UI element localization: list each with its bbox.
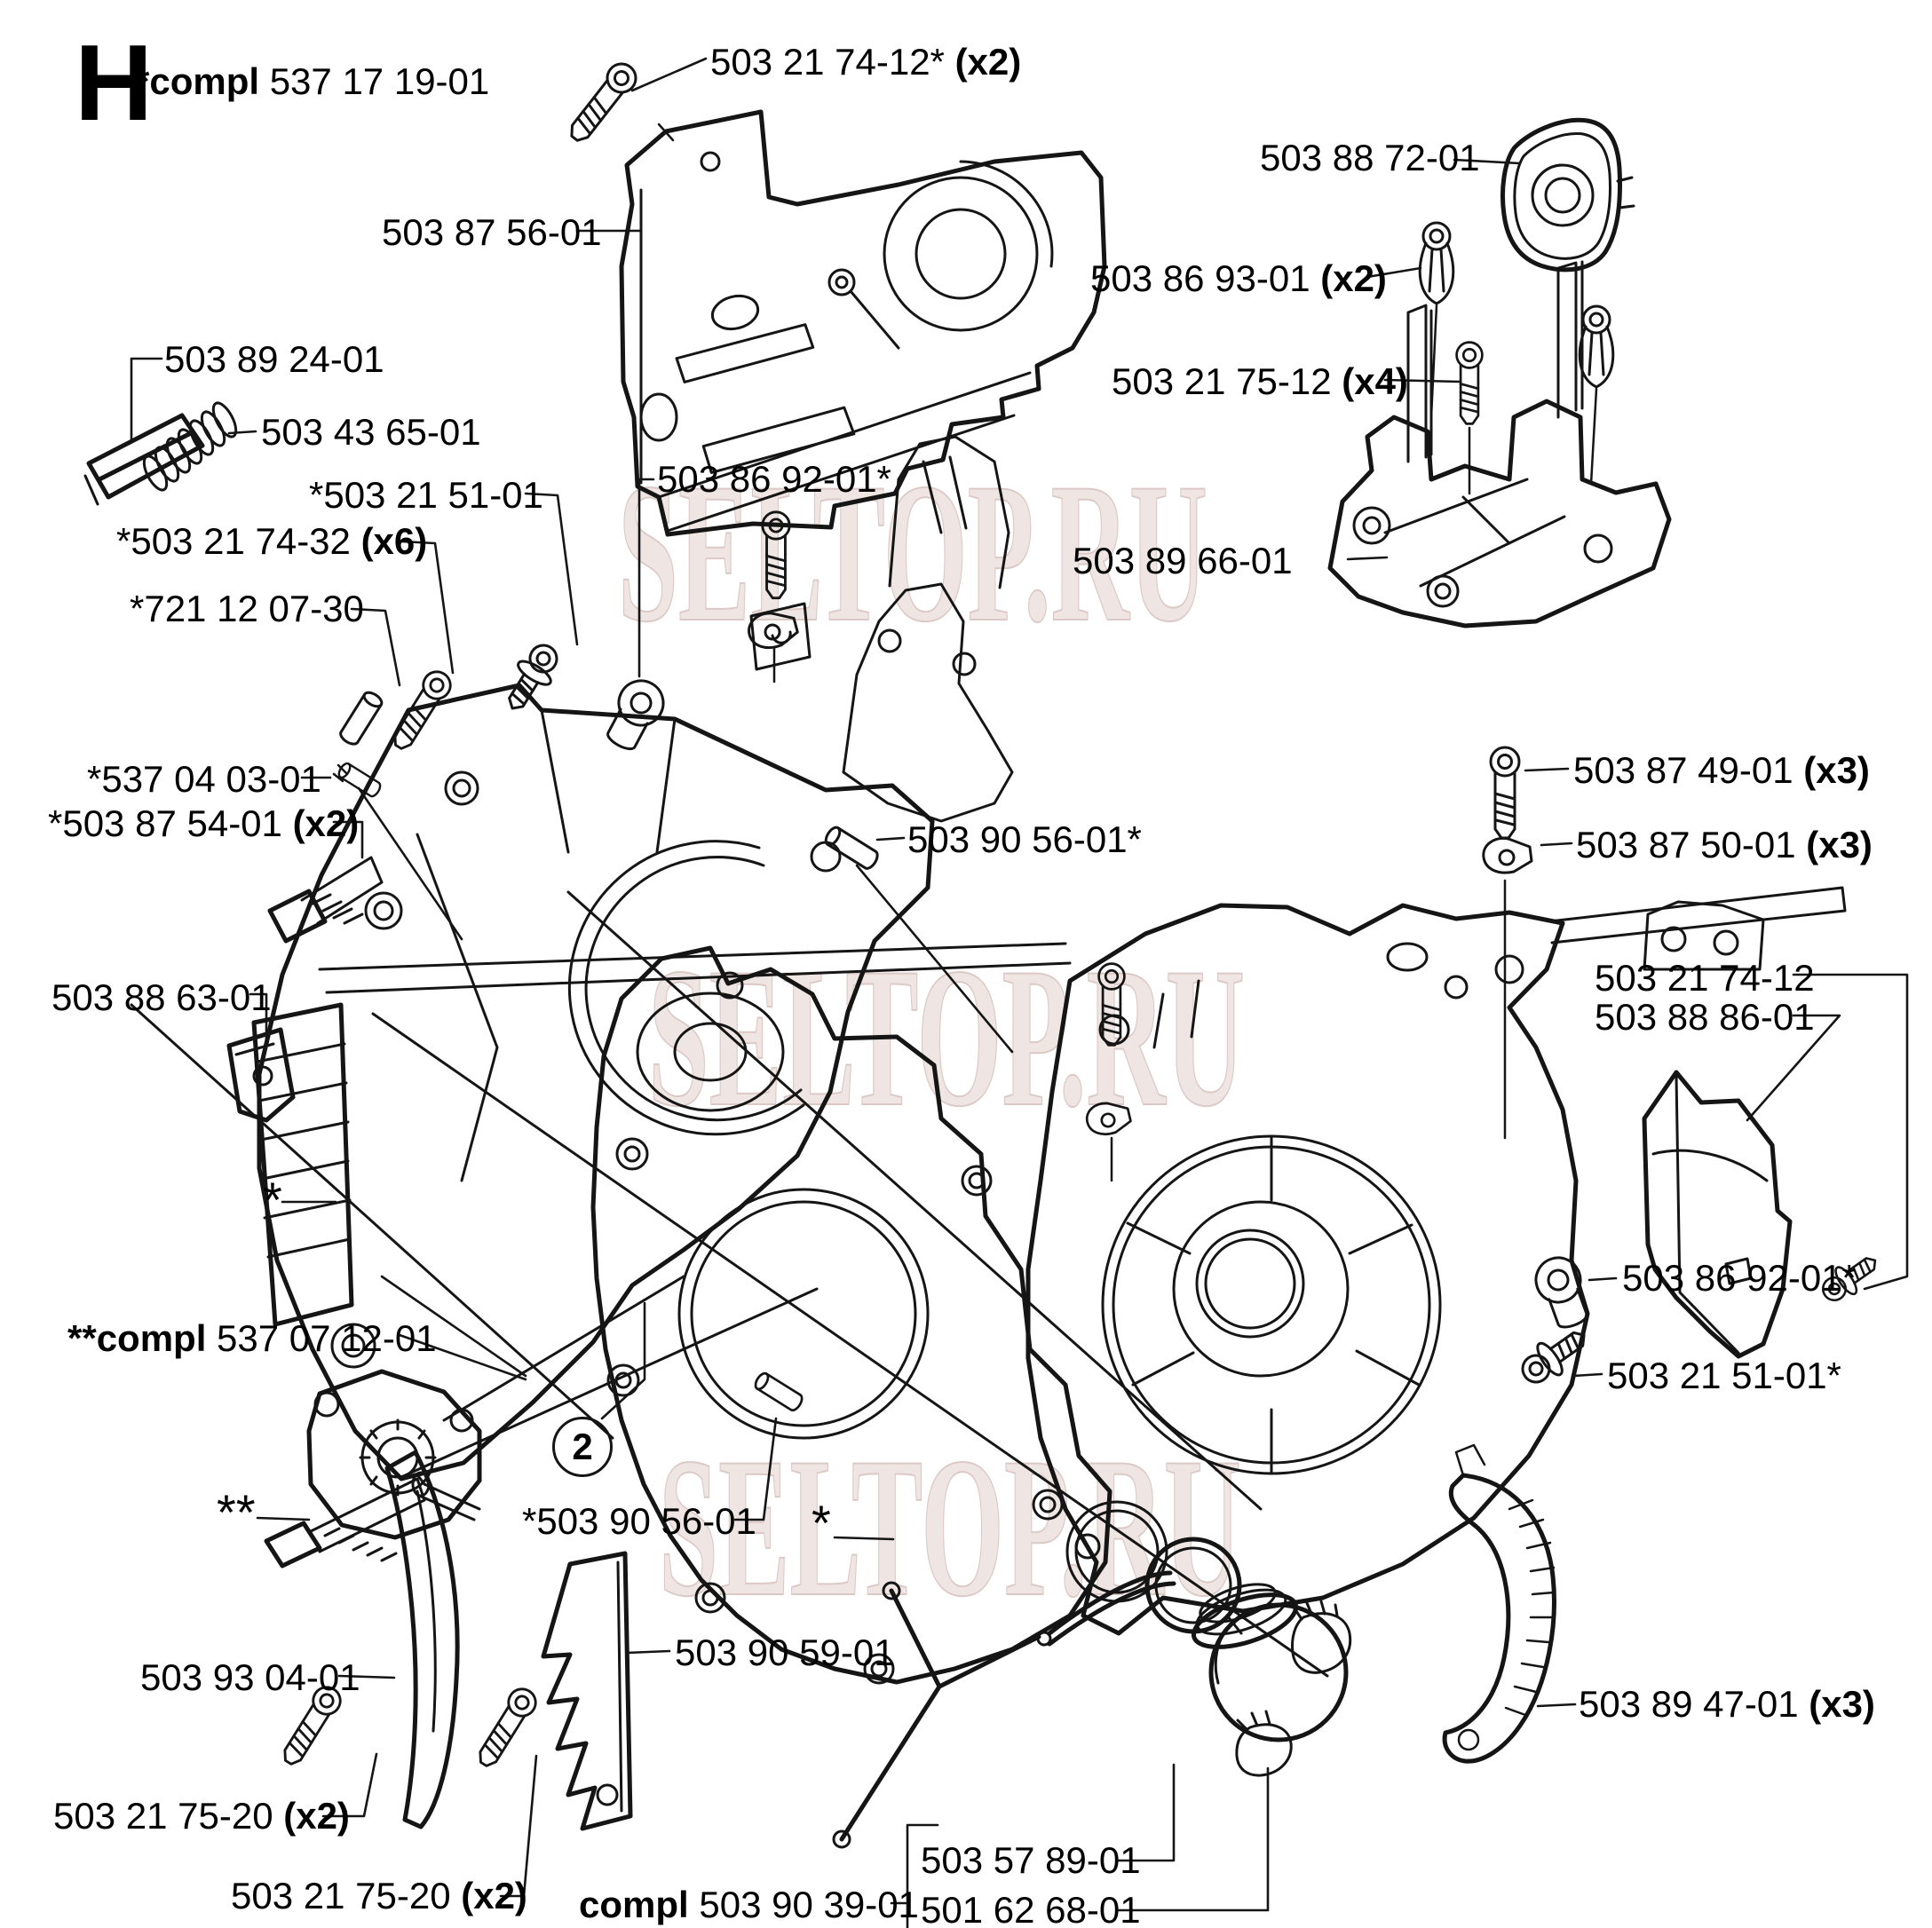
assembly-note: compl 503 90 39-01	[579, 1884, 919, 1925]
part-label: 503 21 75-12 (x4)	[1112, 360, 1408, 402]
side-cover-plate	[1642, 1070, 1793, 1359]
section-letter: H	[75, 22, 153, 143]
screw-icon	[495, 636, 568, 720]
tensioner-bolt	[264, 1477, 426, 1568]
part-label: 503 89 24-01	[164, 338, 384, 380]
handle-bracket	[749, 435, 1014, 823]
part-label: *503 90 56-01	[522, 1500, 756, 1542]
part-label: 503 86 93-01 (x2)	[1090, 257, 1387, 299]
asterisk-marker: *	[812, 1495, 831, 1551]
chain-tensioner	[306, 1369, 482, 1540]
tank-gasket	[1500, 117, 1635, 273]
screw-icon	[471, 1682, 542, 1773]
screw-and-tab-washer	[1084, 962, 1134, 1182]
fuel-cap	[1191, 1583, 1352, 1777]
watermark: SELTOP.RU SELTOP.RU SELTOP.RU	[617, 440, 1246, 1639]
part-label: 503 90 59-01	[675, 1632, 895, 1673]
hose-clip	[1578, 304, 1615, 486]
part-label: 503 21 74-12	[1595, 957, 1815, 999]
part-label: 503 21 51-01*	[1607, 1355, 1841, 1396]
bottom-cover	[1327, 260, 1672, 628]
part-label: 503 21 75-20 (x2)	[231, 1875, 527, 1916]
top-rail	[1548, 886, 1847, 971]
parting-lines	[130, 890, 1329, 1678]
part-label: 503 89 66-01	[1073, 540, 1293, 581]
screw-icon	[561, 57, 675, 149]
pin-icon	[332, 760, 384, 800]
part-label: 503 88 86-01	[1595, 996, 1815, 1038]
part-label: *503 21 74-32 (x6)	[116, 520, 428, 562]
felling-spike	[384, 1450, 460, 1829]
part-label: 503 86 92-01*	[657, 458, 891, 500]
part-label: *503 21 51-01	[309, 474, 543, 516]
bumper-spike	[541, 1551, 633, 1831]
part-label: 501 62 68-01	[921, 1889, 1141, 1928]
part-label: 503 88 72-01	[1260, 137, 1480, 178]
part-label: 503 21 75-20 (x2)	[53, 1795, 350, 1837]
leader-lines	[130, 57, 1909, 1928]
cylinder-fins	[251, 1002, 354, 1327]
right-crankcase-half	[1025, 886, 1847, 1636]
assembly-note: *compl 537 17 19-01	[135, 60, 490, 102]
screw-icon	[1455, 341, 1484, 495]
pin-icon	[337, 688, 386, 748]
svg-text:SELTOP.RU: SELTOP.RU	[648, 926, 1245, 1148]
spring	[142, 401, 238, 492]
crankcase-gasket	[590, 945, 1112, 1685]
part-label: 503 57 89-01	[921, 1839, 1141, 1881]
callout-2: 2	[552, 1417, 613, 1477]
screw-icon	[1482, 746, 1533, 1140]
fuel-cap-cord	[832, 1570, 1176, 1849]
chain-guide-plate	[619, 109, 1107, 537]
part-label: 503 86 92-01*	[1622, 1257, 1857, 1299]
pin-icon	[821, 823, 882, 873]
asterisk-marker: *	[263, 1172, 282, 1228]
part-label: 503 87 50-01 (x3)	[1576, 824, 1873, 865]
part-label: *503 87 54-01 (x2)	[48, 802, 360, 844]
svg-text:SELTOP.RU: SELTOP.RU	[659, 1416, 1241, 1638]
part-label: 503 43 65-01	[261, 411, 481, 453]
part-label: 503 87 56-01	[382, 211, 602, 253]
pin-icon	[751, 1370, 806, 1414]
screw-icon	[385, 665, 457, 755]
assembly-note: **compl 537 07 12-01	[67, 1317, 437, 1359]
part-label: 503 87 49-01 (x3)	[1573, 749, 1870, 791]
retaining-clip	[1442, 1443, 1556, 1764]
part-label: 503 88 63-01	[51, 976, 272, 1018]
part-label: *537 04 03-01	[87, 758, 321, 800]
part-label: 503 21 74-12* (x2)	[710, 41, 1022, 83]
part-label: 503 93 04-01	[140, 1656, 360, 1698]
asterisk-marker: **	[217, 1484, 256, 1540]
part-label: 503 89 47-01 (x3)	[1579, 1683, 1875, 1725]
part-label: 503 90 56-01*	[907, 818, 1142, 860]
part-label: *721 12 07-30	[130, 588, 364, 629]
